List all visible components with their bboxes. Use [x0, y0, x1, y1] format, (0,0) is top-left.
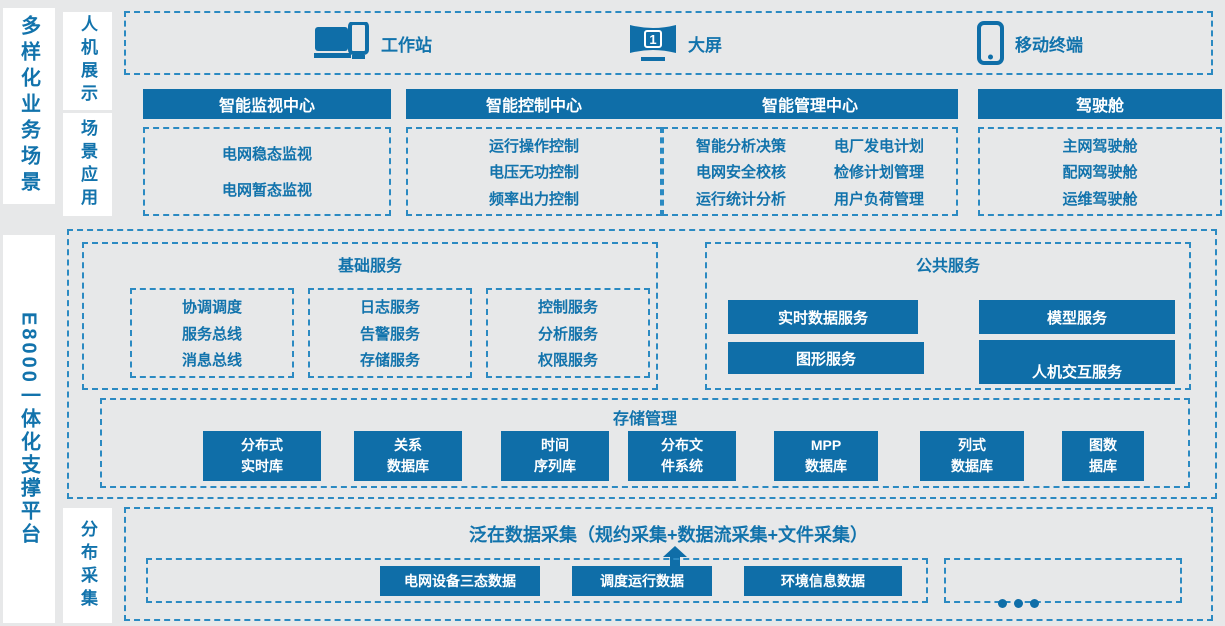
rail-distributed-collection: 分布采集	[63, 508, 112, 623]
terminal-row-box: 工作站 1 大屏 移动终端	[124, 11, 1213, 75]
center-header-monitoring: 智能监视中心	[143, 89, 391, 119]
basic-services-group: 控制服务 分析服务 权限服务	[486, 288, 650, 378]
db-timeseries: 时间 序列库	[501, 431, 609, 481]
collection-more-box	[944, 558, 1182, 608]
collection-box: 泛在数据采集（规约采集+数据流采集+文件采集） 电网设备三态数据 调度运行数据 …	[124, 507, 1213, 621]
public-service-model: 模型服务	[979, 300, 1175, 334]
public-service-graphics: 图形服务	[728, 342, 924, 374]
center-items-monitoring: 电网稳态监视 电网暂态监视	[143, 127, 391, 216]
service-item: 控制服务	[537, 298, 598, 316]
big-screen-icon: 1	[630, 25, 676, 61]
center-item: 电厂发电计划	[833, 137, 924, 155]
db-relational: 关系 数据库	[354, 431, 462, 481]
terminal-big-screen: 1 大屏	[629, 13, 722, 73]
service-item: 服务总线	[181, 325, 242, 343]
center-header-cockpit: 驾驶舱	[978, 89, 1222, 119]
terminal-label: 大屏	[688, 35, 722, 55]
service-item: 告警服务	[359, 325, 420, 343]
workstation-icon	[314, 22, 369, 59]
center-items-management: 智能分析决策 电厂发电计划 电网安全校核 检修计划管理 运行统计分析 用户负荷管…	[662, 127, 958, 216]
public-service-realtime-data: 实时数据服务	[728, 300, 918, 334]
center-item: 电压无功控制	[488, 164, 579, 181]
big-screen-number: 1	[649, 32, 656, 47]
center-item: 电网安全校核	[695, 164, 786, 181]
center-items-cockpit: 主网驾驶舱 配网驾驶舱 运维驾驶舱	[978, 127, 1222, 216]
center-header-management: 智能管理中心	[662, 89, 958, 119]
terminal-label: 移动终端	[1015, 35, 1083, 55]
rail-platform-title: E8000一体化支撑平台	[3, 235, 55, 623]
rail-business-scenarios: 多样化业务场景	[3, 8, 55, 204]
center-item: 频率出力控制	[488, 190, 579, 208]
up-arrow-icon	[663, 546, 687, 566]
center-item: 运行操作控制	[488, 137, 579, 155]
rail-scenario-application: 场景应用	[63, 113, 112, 216]
center-items-control: 运行操作控制 电压无功控制 频率出力控制	[406, 127, 662, 216]
data-environment-info: 环境信息数据	[744, 565, 902, 596]
public-services-title: 公共服务	[915, 258, 980, 275]
center-header-control: 智能控制中心	[406, 89, 662, 119]
platform-outer-box	[67, 229, 1217, 499]
db-distributed-realtime: 分布式 实时库	[203, 431, 321, 481]
db-mpp: MPP 数据库	[774, 431, 878, 481]
storage-box: 存储管理 分布式 实时库 关系 数据库 时间 序列库 分布文 件系统 MPP 数…	[100, 398, 1190, 488]
service-item: 消息总线	[181, 352, 242, 370]
center-item: 电网暂态监视	[221, 181, 312, 199]
storage-title: 存储管理	[612, 411, 677, 428]
center-item: 运行统计分析	[695, 190, 786, 208]
basic-services-group: 日志服务 告警服务 存储服务	[308, 288, 472, 378]
service-item: 分析服务	[537, 325, 598, 343]
public-service-hmi: 人机交互服务	[979, 340, 1175, 384]
ellipsis-dots	[998, 599, 1039, 608]
center-item: 用户负荷管理	[833, 190, 924, 208]
basic-services-box: 基础服务 协调调度 服务总线 消息总线 日志服务 告警服务 存储服务 控制服务 …	[82, 242, 658, 390]
service-item: 日志服务	[359, 298, 420, 316]
service-item: 协调调度	[181, 298, 242, 316]
basic-services-title: 基础服务	[337, 258, 402, 275]
basic-services-group: 协调调度 服务总线 消息总线	[130, 288, 294, 378]
collection-data-box: 电网设备三态数据 调度运行数据 环境信息数据	[146, 558, 928, 603]
center-item: 主网驾驶舱	[1062, 137, 1138, 155]
mobile-terminal-icon	[977, 21, 1004, 65]
service-item: 存储服务	[359, 352, 420, 370]
db-columnar: 列式 数据库	[920, 431, 1024, 481]
public-services-box: 公共服务 实时数据服务 模型服务 图形服务 人机交互服务	[705, 242, 1191, 390]
center-item: 电网稳态监视	[221, 146, 312, 164]
terminal-workstation: 工作站	[314, 13, 432, 73]
collection-title: 泛在数据采集（规约采集+数据流采集+文件采集）	[468, 525, 869, 545]
db-graph: 图数 据库	[1062, 431, 1144, 481]
data-grid-device: 电网设备三态数据	[380, 565, 540, 596]
service-item: 权限服务	[537, 352, 598, 370]
rail-hmi-display: 人机展示	[63, 12, 112, 110]
center-item: 运维驾驶舱	[1062, 190, 1138, 208]
terminal-label: 工作站	[381, 35, 432, 55]
center-item: 智能分析决策	[695, 137, 786, 155]
terminal-mobile: 移动终端	[977, 13, 1083, 73]
center-item: 配网驾驶舱	[1062, 164, 1138, 181]
data-dispatch-operation: 调度运行数据	[572, 565, 712, 596]
db-distributed-file: 分布文 件系统	[628, 431, 736, 481]
center-item: 检修计划管理	[833, 164, 924, 181]
